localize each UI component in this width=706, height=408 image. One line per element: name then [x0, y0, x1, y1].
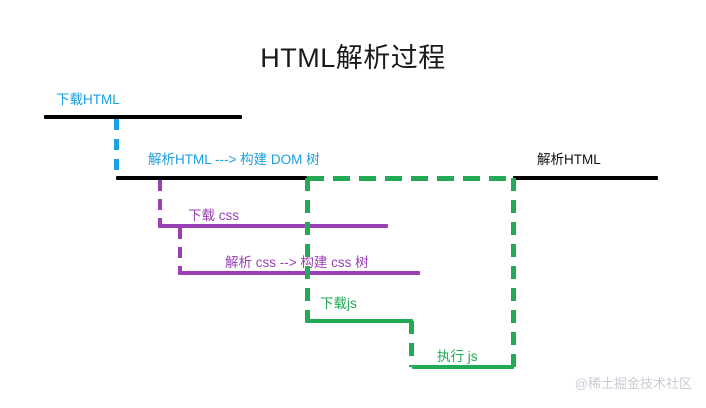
- label-download-css: 下载 css: [188, 208, 240, 223]
- bar-parse-html: [116, 176, 307, 180]
- connector-js-download-to-execute: [409, 321, 414, 367]
- bar-download-html: [44, 115, 242, 119]
- connector-js-block-span: [307, 176, 514, 181]
- page-title: HTML解析过程: [260, 43, 446, 73]
- watermark: @稀土掘金技术社区: [574, 376, 692, 391]
- bar-parse-css: [178, 271, 420, 275]
- bar-download-js: [305, 319, 413, 323]
- connector-js-execute-to-html-resume: [511, 178, 516, 368]
- label-execute-js: 执行 js: [437, 349, 478, 364]
- label-parse-html-resume: 解析HTML: [537, 152, 601, 167]
- connector-css-download-to-parse: [178, 228, 182, 273]
- bar-execute-js: [412, 365, 514, 369]
- label-download-js: 下载js: [320, 296, 357, 311]
- connector-html-to-js-download: [305, 178, 310, 320]
- connector-html-download-to-parse: [114, 119, 119, 179]
- label-parse-css-tree: 解析 css --> 构建 css 树: [225, 255, 369, 270]
- bar-parse-html-resume: [513, 176, 658, 180]
- bar-download-css: [158, 224, 388, 228]
- label-parse-html-dom: 解析HTML ---> 构建 DOM 树: [148, 152, 320, 167]
- connector-html-to-css-download: [158, 180, 162, 226]
- label-download-html: 下载HTML: [56, 92, 120, 107]
